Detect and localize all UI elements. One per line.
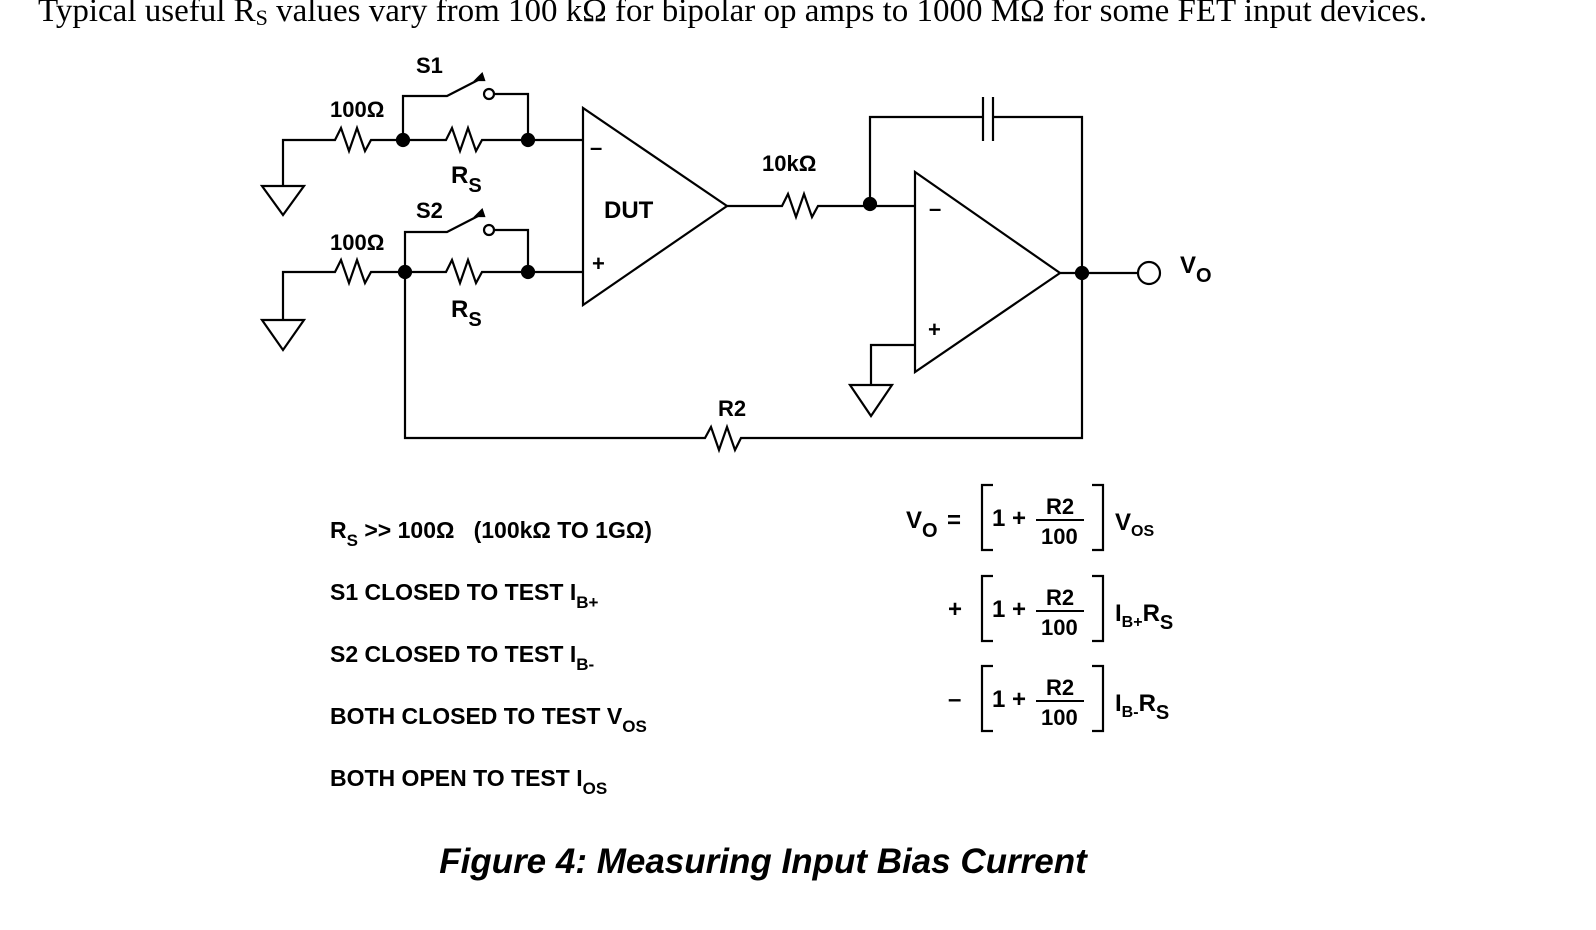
equation-one-plus: 1 + xyxy=(992,505,1026,532)
resistor-100-ohm-top xyxy=(327,124,403,155)
junction-dot xyxy=(520,132,536,148)
left-bracket xyxy=(980,483,993,552)
ground-symbol-bottom xyxy=(259,270,327,352)
ground-symbol-integrator xyxy=(847,343,915,418)
intro-subscript: S xyxy=(255,5,268,30)
resistor-100-ohm-bottom xyxy=(327,256,405,287)
label-r2: R2 xyxy=(718,396,746,421)
equation-row: 1 + R2 100 VOS xyxy=(980,483,1154,552)
ground-symbol-top xyxy=(259,138,327,217)
fraction-numerator: R2 xyxy=(1046,585,1074,610)
note-line: BOTH CLOSED TO TEST VOS xyxy=(330,703,647,736)
dut-minus-sign: – xyxy=(590,135,602,160)
left-bracket xyxy=(980,664,993,733)
intro-text-rest: values vary from 100 kΩ for bipolar op a… xyxy=(267,0,1428,29)
resistor-rs-top xyxy=(403,124,528,155)
dut-plus-sign: + xyxy=(592,251,605,276)
dut-opamp xyxy=(581,105,729,308)
label-rs-bottom: RS xyxy=(451,296,482,331)
junction-dot xyxy=(520,264,536,280)
note-line: RS >> 100Ω (100kΩ TO 1GΩ) xyxy=(330,517,652,550)
fraction-numerator: R2 xyxy=(1046,494,1074,519)
figure-caption: Figure 4: Measuring Input Bias Current xyxy=(439,842,1087,881)
fraction-denominator: 100 xyxy=(1041,524,1078,549)
equation-term: VOS xyxy=(1115,509,1154,540)
equation-sign: – xyxy=(948,686,961,713)
label-dut: DUT xyxy=(604,197,654,224)
intro-paragraph: Typical useful RS values vary from 100 k… xyxy=(38,0,1558,33)
label-100-ohm-top: 100Ω xyxy=(330,97,384,122)
output-equation: VO = xyxy=(906,507,961,542)
label-100-ohm-bottom: 100Ω xyxy=(330,230,384,255)
resistor-10k xyxy=(727,190,870,221)
left-bracket xyxy=(980,574,993,643)
integrator-minus-sign: – xyxy=(929,196,941,221)
switch-notes: RS >> 100Ω (100kΩ TO 1GΩ) S1 CLOSED TO T… xyxy=(330,510,652,820)
label-s2: S2 xyxy=(416,198,443,223)
equation-row: +1 + R2 100 IB+RS xyxy=(948,574,1173,643)
right-bracket xyxy=(1092,574,1105,643)
fraction-denominator: 100 xyxy=(1041,705,1078,730)
note-line: S2 CLOSED TO TEST IB- xyxy=(330,641,595,674)
fraction-numerator: R2 xyxy=(1046,675,1074,700)
capacitor-feedback xyxy=(868,97,1084,273)
fraction-denominator: 100 xyxy=(1041,615,1078,640)
equation-equals: = xyxy=(947,507,961,534)
intro-text: Typical useful R xyxy=(38,0,256,29)
equation-one-plus: 1 + xyxy=(992,686,1026,713)
integrator-opamp xyxy=(913,169,1062,375)
label-vo: VO xyxy=(1180,252,1212,287)
label-s1: S1 xyxy=(416,53,443,78)
output-terminal xyxy=(1136,260,1162,286)
equation-row: – 1 + R2 100 IB-RS xyxy=(948,664,1169,733)
switch-s2[interactable] xyxy=(403,207,530,272)
resistor-r2 xyxy=(403,272,1084,454)
note-line: S1 CLOSED TO TEST IB+ xyxy=(330,579,599,612)
equation-term: IB+RS xyxy=(1115,600,1173,634)
junction-dot xyxy=(395,132,411,148)
right-bracket xyxy=(1092,664,1105,733)
resistor-rs-bottom xyxy=(405,256,528,287)
label-rs-top: RS xyxy=(451,162,482,197)
switch-s1[interactable] xyxy=(401,71,530,140)
note-line: BOTH OPEN TO TEST IOS xyxy=(330,765,608,798)
integrator-plus-sign: + xyxy=(928,317,941,342)
right-bracket xyxy=(1092,483,1105,552)
equation-lhs: VO xyxy=(906,507,938,542)
equation-sign: + xyxy=(948,596,962,623)
equation-one-plus: 1 + xyxy=(992,596,1026,623)
equation-term: IB-RS xyxy=(1115,690,1169,724)
label-10k: 10kΩ xyxy=(762,151,816,176)
